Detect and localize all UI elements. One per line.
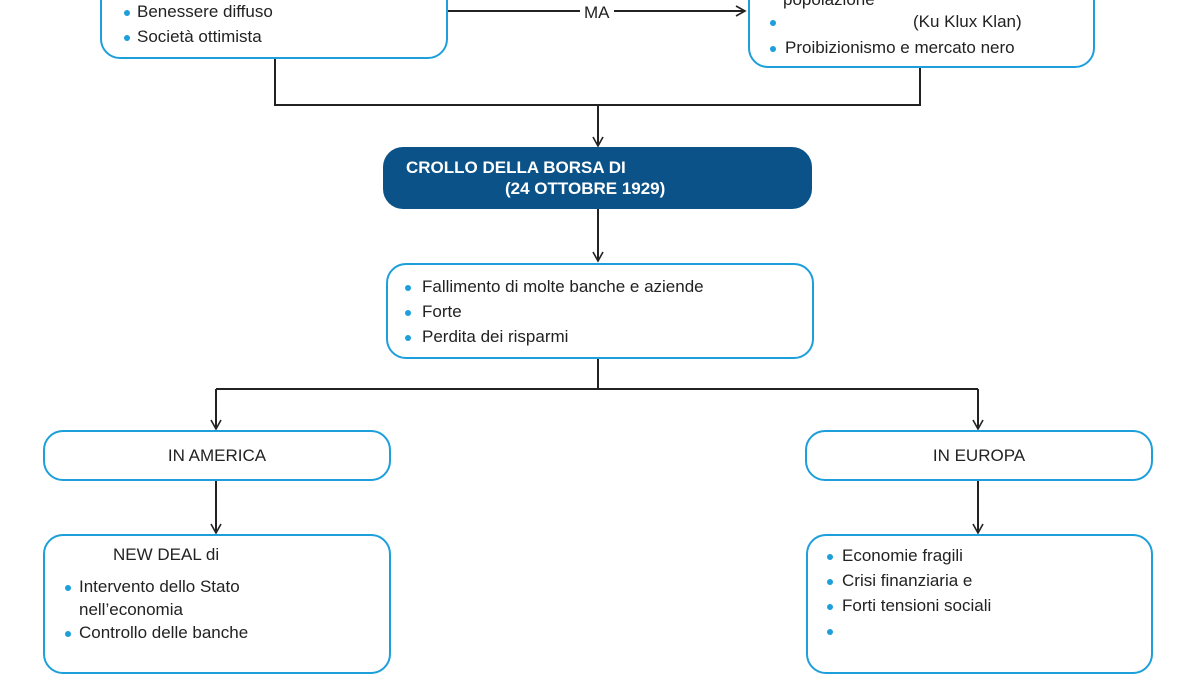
bullet-icon <box>65 631 71 637</box>
bullet-icon <box>405 335 411 341</box>
list-item: Controllo delle banche <box>79 623 249 642</box>
list-item: Forte <box>422 302 462 321</box>
list-item: nell’economia <box>79 600 183 619</box>
list-item: popolazione <box>783 0 875 10</box>
crash-date: (24 OTTOBRE 1929) <box>505 179 666 198</box>
bullet-icon <box>65 585 71 591</box>
europe-box: IN EUROPA <box>805 430 1153 481</box>
america-box: IN AMERICA <box>43 430 391 481</box>
top-left-box: Benessere diffuso Società ottimista <box>100 0 448 59</box>
crash-box: CROLLO DELLA BORSA DI (24 OTTOBRE 1929) <box>383 147 812 209</box>
bullet-icon <box>827 579 833 585</box>
top-right-box: popolazione (Ku Klux Klan) Proibizionism… <box>748 0 1095 68</box>
list-item: Proibizionismo e mercato nero <box>785 38 1015 57</box>
new-deal-heading: NEW DEAL di <box>113 545 220 564</box>
list-item: Società ottimista <box>137 27 262 46</box>
list-item: Benessere diffuso <box>137 2 273 21</box>
effects-box: Fallimento di molte banche e aziende For… <box>386 263 814 359</box>
list-item: Intervento dello Stato <box>79 577 240 596</box>
europe-title: IN EUROPA <box>932 446 1026 465</box>
bullet-icon <box>405 310 411 316</box>
list-item: Crisi finanziaria e <box>842 571 973 590</box>
bullet-icon <box>124 35 130 41</box>
bullet-icon <box>124 10 130 16</box>
list-item: Perdita dei risparmi <box>422 327 569 346</box>
america-details-box: NEW DEAL di Intervento dello Stato nell’… <box>43 534 391 674</box>
list-item: Forti tensioni sociali <box>842 596 992 615</box>
list-item: Fallimento di molte banche e aziende <box>422 277 704 296</box>
bullet-icon <box>827 604 833 610</box>
list-item: Economie fragili <box>842 546 963 565</box>
bullet-icon <box>770 20 776 26</box>
america-title: IN AMERICA <box>167 446 267 465</box>
connector-label-ma: MA <box>580 3 614 23</box>
crash-title: CROLLO DELLA BORSA DI <box>406 158 626 177</box>
bullet-icon <box>405 285 411 291</box>
bullet-icon <box>770 46 776 52</box>
list-item: (Ku Klux Klan) <box>913 12 1022 31</box>
europe-details-box: Economie fragili Crisi finanziaria e For… <box>806 534 1153 674</box>
bullet-icon <box>827 554 833 560</box>
